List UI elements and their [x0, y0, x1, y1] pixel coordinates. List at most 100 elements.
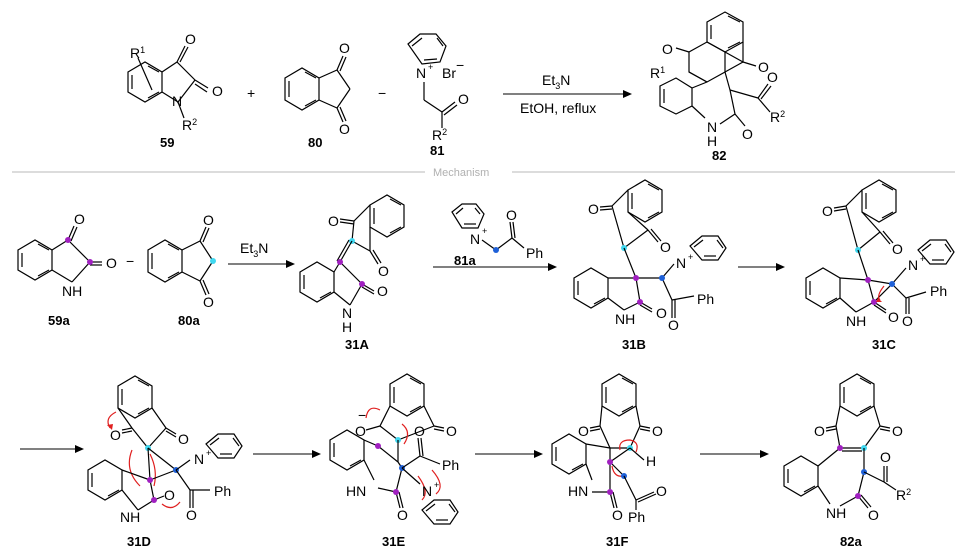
atom-nh: NH [615, 311, 635, 327]
atom-o: O [339, 121, 350, 137]
compound-id-82a: 82a [840, 534, 862, 549]
atom-n: N [172, 93, 182, 109]
atom-n: N [707, 119, 717, 135]
atom-o: O [758, 59, 769, 75]
atom-o: O [578, 423, 589, 439]
group-ph: Ph [697, 291, 714, 307]
atom-o: O [868, 507, 879, 523]
structure-31C: O O O O NH N + Ph 31C [805, 179, 955, 352]
compound-id-31C: 31C [872, 337, 896, 352]
compound-id-59: 59 [160, 135, 174, 150]
atom-n: N [908, 257, 918, 273]
structure-31E: O − O O HN O Ph N + [329, 373, 459, 549]
atom-o: O [377, 283, 388, 299]
atom-o: O [612, 507, 623, 523]
atom-o: O [767, 69, 778, 85]
atom-o: O [339, 40, 350, 56]
atom-o: O [902, 313, 913, 329]
structure-59a: O O NH 59a [17, 211, 117, 328]
structure-82: O O O O N H R1 R2 82 [650, 11, 785, 163]
compound-id-31E: 31E [382, 534, 405, 549]
substituent-r2: R2 [896, 487, 911, 503]
group-ph: Ph [628, 509, 645, 525]
compound-id-82: 82 [712, 148, 726, 163]
group-ph: Ph [442, 457, 459, 473]
atom-o: O [203, 294, 214, 310]
minus-sign: − [378, 85, 386, 101]
structure-31F: O O H O HN O Ph 31F [551, 373, 667, 549]
plus-sign: + [247, 85, 255, 101]
compound-id-80a: 80a [178, 313, 200, 328]
atom-nh: NH [826, 505, 846, 521]
atom-n: N [342, 305, 352, 321]
structure-31B: O O O O NH N + Ph 31B [573, 179, 727, 352]
atom-o: O [178, 431, 189, 447]
atom-o: O [186, 507, 197, 523]
atom-n: N [676, 255, 686, 271]
atom-o: O [822, 203, 833, 219]
compound-id-81a: 81a [454, 253, 476, 268]
substituent-r2: R2 [432, 127, 447, 143]
atom-h: H [707, 133, 717, 149]
compound-id-81: 81 [430, 143, 444, 158]
atom-nh: NH [846, 313, 866, 329]
atom-n: N [470, 231, 480, 247]
charge-plus: + [920, 254, 925, 264]
group-ph: Ph [214, 483, 231, 499]
atom-o: O [660, 239, 671, 255]
structure-81: N + Br − O R2 81 [407, 33, 469, 158]
reagent-et3n: Et3N [542, 72, 570, 91]
atom-o: O [458, 91, 469, 107]
atom-o: O [106, 255, 117, 271]
atom-nh: NH [62, 283, 82, 299]
minus-sign: − [126, 253, 134, 269]
atom-o: O [185, 31, 196, 47]
compound-id-31B: 31B [622, 337, 646, 352]
atom-o: O [880, 449, 891, 465]
atom-br: Br [442, 65, 456, 81]
atom-o: O [378, 263, 389, 279]
atom-o: O [742, 126, 753, 142]
atom-o: O [397, 507, 408, 523]
atom-nh: NH [120, 509, 140, 525]
atom-o: O [668, 317, 679, 333]
substituent-r1: R1 [650, 65, 665, 81]
atom-o: O [355, 423, 366, 439]
section-label-mechanism: Mechanism [433, 167, 489, 179]
atom-o: O [652, 423, 663, 439]
structure-80: O O 80 [284, 40, 351, 150]
reagent-et3n: Et3N [240, 240, 268, 259]
charge-plus: + [206, 448, 211, 458]
structure-31A: O O O N H 31A [299, 194, 405, 352]
atom-o: O [656, 305, 667, 321]
atom-h: H [342, 319, 352, 335]
structure-59: O O N R1 R2 59 [127, 31, 223, 150]
atom-o: O [446, 423, 457, 439]
compound-id-31F: 31F [606, 534, 628, 549]
atom-o: O [506, 207, 517, 223]
group-ph: Ph [526, 245, 543, 261]
structure-82a: O O O NH O R2 82a [783, 373, 911, 549]
substituent-r2: R2 [182, 117, 197, 133]
atom-o: O [110, 427, 121, 443]
atom-o: O [588, 201, 599, 217]
charge-plus: + [428, 62, 433, 72]
atom-o: O [212, 83, 223, 99]
atom-o: O [74, 211, 85, 227]
compound-id-31A: 31A [345, 337, 369, 352]
compound-id-31D: 31D [127, 534, 151, 549]
charge-plus: + [434, 480, 439, 490]
atom-n: N [194, 451, 204, 467]
compound-id-80: 80 [308, 135, 322, 150]
charge-plus: + [482, 226, 487, 236]
charge-plus: + [688, 252, 693, 262]
atom-h: H [646, 453, 656, 469]
atom-o: O [656, 483, 667, 499]
charge-minus: − [456, 57, 464, 73]
atom-o: O [414, 423, 425, 439]
structure-31D: O O O O Ph NH N + 31D [87, 375, 243, 549]
atom-n: N [416, 65, 426, 81]
atom-o: O [892, 423, 903, 439]
structure-80a: O O 80a [147, 212, 216, 328]
